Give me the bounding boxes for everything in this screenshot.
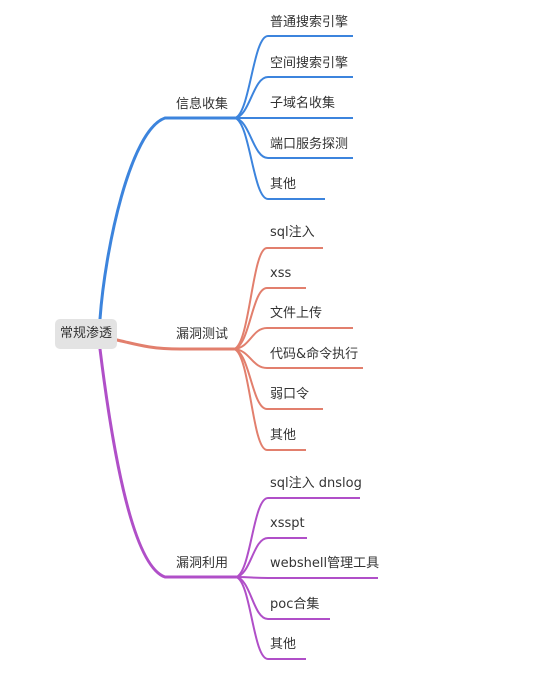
leaf-label-vulntest-3[interactable]: 文件上传 [270, 306, 323, 321]
connector-vulntest-leaf-4 [233, 348, 363, 369]
connector-info-leaf-1 [234, 35, 353, 119]
connector-root-to-branch-exploit [98, 347, 238, 579]
leaf-label-vulntest-2[interactable]: xss [270, 266, 292, 281]
branch-label-vulnerability-exploitation[interactable]: 漏洞利用 [176, 556, 229, 571]
leaf-label-vulntest-5[interactable]: 弱口令 [270, 387, 310, 402]
leaf-label-exploit-4[interactable]: poc合集 [270, 597, 320, 612]
leaf-label-info-2[interactable]: 空间搜索引擎 [270, 56, 349, 71]
leaf-label-exploit-2[interactable]: xsspt [270, 516, 305, 531]
connector-vulntest-leaf-2 [233, 287, 306, 350]
leaf-label-exploit-5[interactable]: 其他 [270, 637, 297, 652]
connector-exploit-leaf-3 [235, 576, 378, 579]
connector-exploit-leaf-2 [235, 537, 307, 578]
leaf-label-vulntest-6[interactable]: 其他 [270, 428, 297, 443]
leaf-label-exploit-3[interactable]: webshell管理工具 [270, 556, 380, 571]
connector-vulntest-leaf-1 [233, 247, 323, 350]
connector-vulntest-leaf-6 [233, 348, 306, 451]
leaf-label-vulntest-1[interactable]: sql注入 [270, 225, 315, 240]
connector-exploit-leaf-4 [235, 576, 330, 620]
leaf-label-info-1[interactable]: 普通搜索引擎 [270, 15, 349, 30]
connector-root-to-branch-info [98, 116, 237, 321]
branch-label-info-gathering[interactable]: 信息收集 [176, 97, 229, 112]
leaf-label-info-5[interactable]: 其他 [270, 177, 297, 192]
connector-vulntest-leaf-3 [233, 327, 353, 350]
leaf-label-exploit-1[interactable]: sql注入 dnslog [270, 476, 362, 491]
leaf-label-info-3[interactable]: 子域名收集 [270, 96, 336, 111]
connector-info-leaf-2 [234, 76, 353, 119]
connector-root-to-branch-vulntest [115, 338, 236, 351]
branch-label-vulnerability-testing[interactable]: 漏洞测试 [176, 327, 229, 342]
leaf-label-info-4[interactable]: 端口服务探测 [270, 137, 349, 152]
connector-exploit-leaf-1 [235, 497, 360, 578]
connector-info-leaf-4 [234, 117, 353, 159]
connector-info-leaf-5 [234, 117, 325, 200]
root-node[interactable]: 常规渗透 [55, 319, 117, 349]
leaf-label-vulntest-4[interactable]: 代码&命令执行 [270, 347, 359, 362]
connector-exploit-leaf-5 [235, 576, 306, 660]
